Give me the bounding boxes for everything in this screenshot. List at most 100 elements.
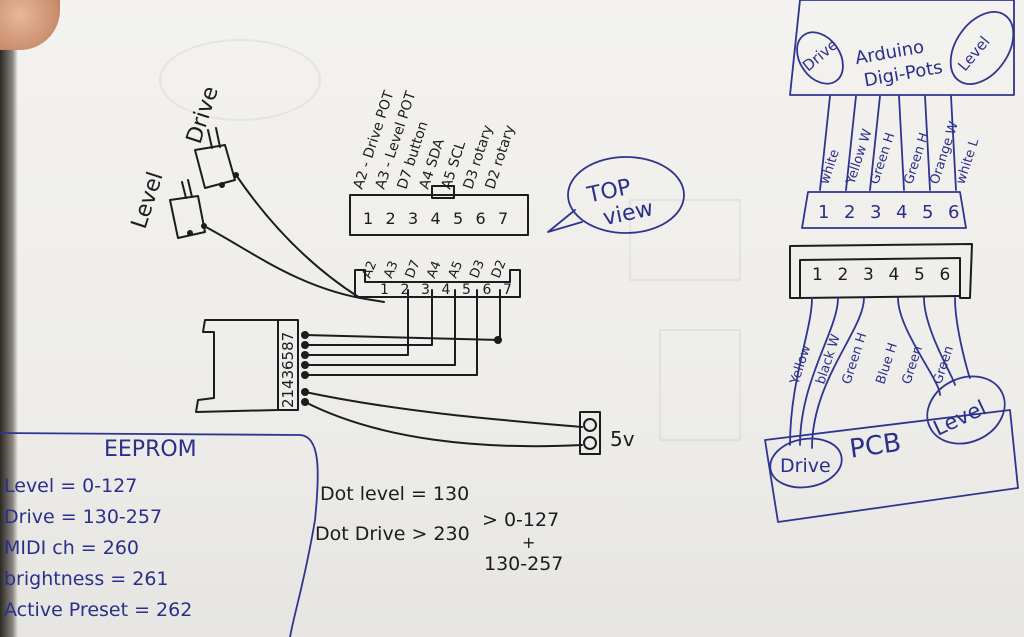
connector-bottom-digits: 2143 [279, 370, 297, 408]
plug-lower-number: 3 [863, 265, 874, 285]
pcb-box: Drive PCB Level [764, 375, 1019, 523]
upper-wire-line [869, 95, 881, 191]
lower-pin-label: D2 [489, 258, 510, 281]
upper-wire-label: white [818, 148, 843, 186]
plug-upper-number: 1 [818, 202, 829, 223]
upper-wire-line [845, 95, 857, 191]
top-pin-number: 7 [498, 209, 508, 228]
power-wire-1 [304, 391, 583, 428]
lower-pin-label: A2 [360, 259, 380, 281]
power-terminal: 5v [579, 411, 635, 455]
default-line2: Dot Drive > 230 [315, 523, 470, 545]
connector-pin-dot [301, 371, 309, 379]
lower-pin-label: A3 [381, 259, 401, 281]
plug-lower-number: 1 [812, 265, 823, 285]
side-connector: 6587 2143 [195, 319, 309, 413]
drive-pot: Drive [182, 83, 239, 189]
upper-wire-line [950, 95, 957, 191]
eeprom-line: brightness = 261 [4, 568, 169, 590]
lower-pin-label: D7 [403, 258, 424, 281]
lower-wire-label: Yellow [787, 343, 814, 387]
top-pin-number: 3 [408, 209, 418, 228]
lower-pin-number: 1 [380, 282, 389, 298]
lower-wire-line [789, 297, 813, 446]
upper-wire-line [924, 95, 931, 191]
arduino-box: Drive Arduino Digi-Pots Level [789, 0, 1015, 96]
lower-pin-label: D3 [467, 258, 488, 281]
level-pot-label: Level [127, 169, 169, 232]
default-range1: > 0-127 [482, 509, 559, 531]
plug-lower-number: 4 [889, 265, 900, 285]
arduino-drive: Drive [799, 36, 841, 76]
top-pin-number: 2 [386, 209, 396, 228]
lower-pin-label: A4 [424, 259, 444, 281]
connector-pin-dot [301, 331, 309, 339]
plug-upper-number: 3 [870, 202, 881, 223]
upper-wire-line [819, 95, 831, 191]
top-view-bubble: TOP view [547, 156, 685, 234]
plug-lower-number: 5 [914, 265, 925, 285]
drive-pot-wire [235, 174, 361, 299]
pcb-level: Level [930, 396, 990, 441]
top-pin-number: 6 [476, 209, 486, 228]
pcb-label: PCB [848, 428, 903, 465]
lower-wire-label: Green H [840, 331, 871, 386]
default-line1: Dot level = 130 [320, 483, 469, 505]
table-edge-shadow [0, 0, 18, 637]
upper-wire-line [898, 95, 905, 191]
arduino-level: Level [954, 33, 993, 75]
lower-pin-number: 3 [421, 282, 430, 298]
connector-pin-dot [301, 351, 309, 359]
plug-upper-number: 4 [896, 202, 907, 223]
lower-wire-line [923, 297, 956, 386]
plug-lower-number: 2 [838, 265, 849, 285]
level-pot: Level [127, 169, 207, 239]
lower-pin-number: 2 [401, 282, 410, 298]
eeprom-line: Active Preset = 262 [4, 599, 192, 621]
eeprom-title: EEPROM [104, 437, 197, 462]
eeprom-line: Drive = 130-257 [4, 506, 162, 528]
eeprom-line: MIDI ch = 260 [4, 537, 139, 559]
header-to-connector-wires [304, 289, 502, 376]
connector-top-digits: 6587 [279, 332, 297, 370]
lower-pin-number: 4 [442, 282, 451, 298]
power-wire-2 [304, 401, 583, 448]
connector-pin-dot [301, 341, 309, 349]
lower-wire-line [954, 297, 971, 379]
default-amp: + [522, 533, 535, 552]
top-pin-number: 5 [453, 209, 463, 228]
plug-upper-number: 5 [922, 202, 933, 223]
bleed-through-marks [159, 39, 741, 441]
default-range2: 130-257 [484, 553, 563, 575]
upper-wire-label: white L [954, 136, 983, 186]
default-notes: Dot level = 130 Dot Drive > 230 > 0-127 … [315, 483, 563, 575]
eeprom-line: Level = 0-127 [4, 475, 137, 497]
plug-upper-number: 2 [844, 202, 855, 223]
top-pin-number: 1 [363, 209, 373, 228]
lower-pin-number: 5 [462, 282, 471, 298]
lower-wire-line [811, 297, 865, 449]
power-label: 5v [610, 427, 635, 451]
connector-pin-dot [301, 361, 309, 369]
lower-pin-number: 6 [483, 282, 492, 298]
lower-pin-number: 7 [503, 282, 512, 298]
plug-lower-number: 6 [940, 265, 951, 285]
lower-wire-label: Blue H [874, 341, 901, 386]
pcb-drive: Drive [780, 455, 831, 477]
lower-wire-line [799, 297, 839, 446]
button-marker [431, 185, 455, 199]
lower-wire-label: Green [900, 344, 926, 386]
plug-upper-number: 6 [948, 202, 959, 223]
